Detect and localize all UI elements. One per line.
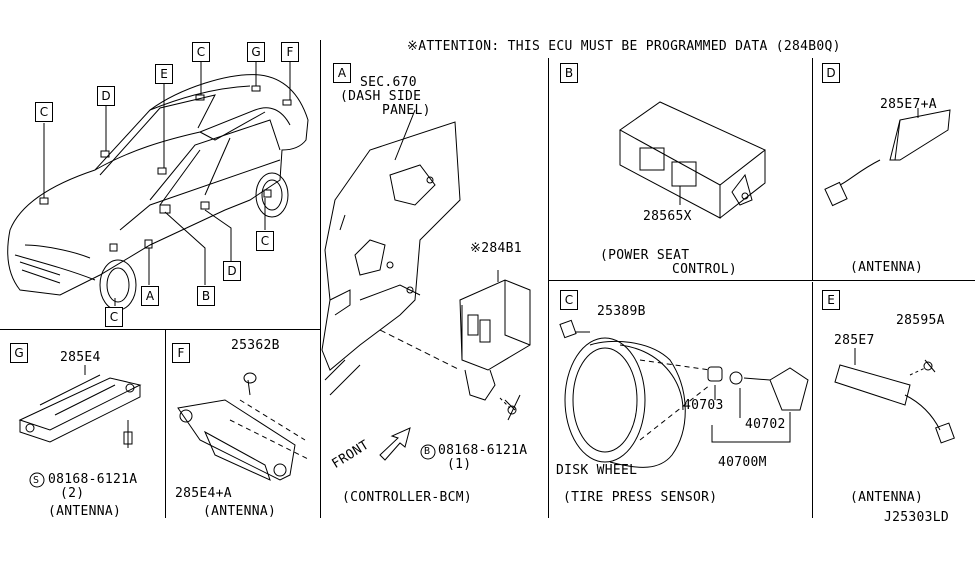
section-a-bolt-symbol: B bbox=[424, 446, 431, 457]
attention-note: ※ATTENTION: THIS ECU MUST BE PROGRAMMED … bbox=[407, 39, 841, 54]
section-d-part: 285E7+A bbox=[880, 97, 937, 112]
divider-car bbox=[0, 329, 320, 330]
bcm-drawing bbox=[379, 270, 531, 421]
bolt-symbol-s-circle bbox=[29, 472, 45, 488]
section-c-caption: (TIRE PRESS SENSOR) bbox=[563, 490, 718, 505]
antenna-f-drawing bbox=[177, 372, 311, 481]
callout-c-3: C bbox=[256, 231, 274, 251]
section-f-caption: (ANTENNA) bbox=[203, 504, 277, 519]
section-a-ref-3: PANEL) bbox=[382, 103, 431, 118]
section-f-tag: F bbox=[172, 343, 190, 363]
dash-panel-drawing bbox=[321, 109, 461, 396]
section-a-ecu-part: ※284B1 bbox=[470, 241, 522, 256]
section-b-caption-2: CONTROL) bbox=[672, 262, 738, 277]
section-c-valve-part: 40703 bbox=[683, 398, 724, 413]
callout-d-2: D bbox=[223, 261, 241, 281]
section-a-tag: A bbox=[333, 63, 351, 83]
section-g-bolt: 08168-6121A bbox=[48, 472, 138, 487]
callout-f: F bbox=[281, 42, 299, 62]
callout-c-2: C bbox=[192, 42, 210, 62]
callout-b: B bbox=[197, 286, 215, 306]
section-e-antenna-part: 285E7 bbox=[834, 333, 875, 348]
car-illustration bbox=[7, 62, 309, 311]
section-c-assy-part: 40700M bbox=[718, 455, 767, 470]
section-b-part: 28565X bbox=[643, 209, 692, 224]
section-b-caption-1: (POWER SEAT bbox=[600, 248, 690, 263]
section-a-bolt-qty: (1) bbox=[447, 457, 472, 472]
section-g-caption: (ANTENNA) bbox=[48, 504, 122, 519]
callout-e: E bbox=[155, 64, 173, 84]
section-e-caption: (ANTENNA) bbox=[850, 490, 924, 505]
divider-bottom-right bbox=[812, 282, 813, 518]
section-e-tag: E bbox=[822, 290, 840, 310]
tire-sensor-drawing bbox=[559, 319, 809, 468]
bolt-symbol-b-circle bbox=[420, 444, 436, 460]
section-c-tag: C bbox=[560, 290, 578, 310]
section-b-tag: B bbox=[560, 63, 578, 83]
divider-bd bbox=[548, 280, 975, 281]
callout-c-4: C bbox=[105, 307, 123, 327]
section-c-wheel-label: DISK WHEEL bbox=[556, 463, 638, 478]
section-f-antenna-part: 285E4+A bbox=[175, 486, 232, 501]
divider-fg bbox=[165, 330, 166, 518]
section-a-caption: (CONTROLLER-BCM) bbox=[342, 490, 473, 505]
callout-d-1: D bbox=[97, 86, 115, 106]
section-d-tag: D bbox=[822, 63, 840, 83]
divider-mid bbox=[548, 58, 549, 518]
antenna-d-drawing bbox=[824, 108, 951, 207]
antenna-g-drawing bbox=[18, 365, 142, 448]
section-a-bolt: 08168-6121A bbox=[438, 443, 528, 458]
callout-g: G bbox=[247, 42, 265, 62]
section-g-bolt-symbol: S bbox=[33, 475, 40, 486]
section-d-caption: (ANTENNA) bbox=[850, 260, 924, 275]
antenna-e-drawing bbox=[834, 348, 955, 444]
section-g-tag: G bbox=[10, 343, 28, 363]
diagram-code: J25303LD bbox=[884, 510, 950, 525]
callout-c-1: C bbox=[35, 102, 53, 122]
section-c-sensor-part: 40702 bbox=[745, 417, 786, 432]
section-g-bolt-qty: (2) bbox=[60, 486, 85, 501]
section-c-cap-part: 25389B bbox=[597, 304, 646, 319]
front-arrow bbox=[379, 427, 411, 461]
callout-a: A bbox=[141, 286, 159, 306]
divider-left bbox=[320, 40, 321, 518]
section-f-nut-part: 25362B bbox=[231, 338, 280, 353]
section-a-ref-1: SEC.670 bbox=[360, 75, 417, 90]
section-e-screw-part: 28595A bbox=[896, 313, 945, 328]
divider-right bbox=[812, 58, 813, 280]
section-a-ref-2: (DASH SIDE bbox=[340, 89, 422, 104]
section-g-antenna-part: 285E4 bbox=[60, 350, 101, 365]
power-seat-unit-drawing bbox=[619, 101, 766, 219]
